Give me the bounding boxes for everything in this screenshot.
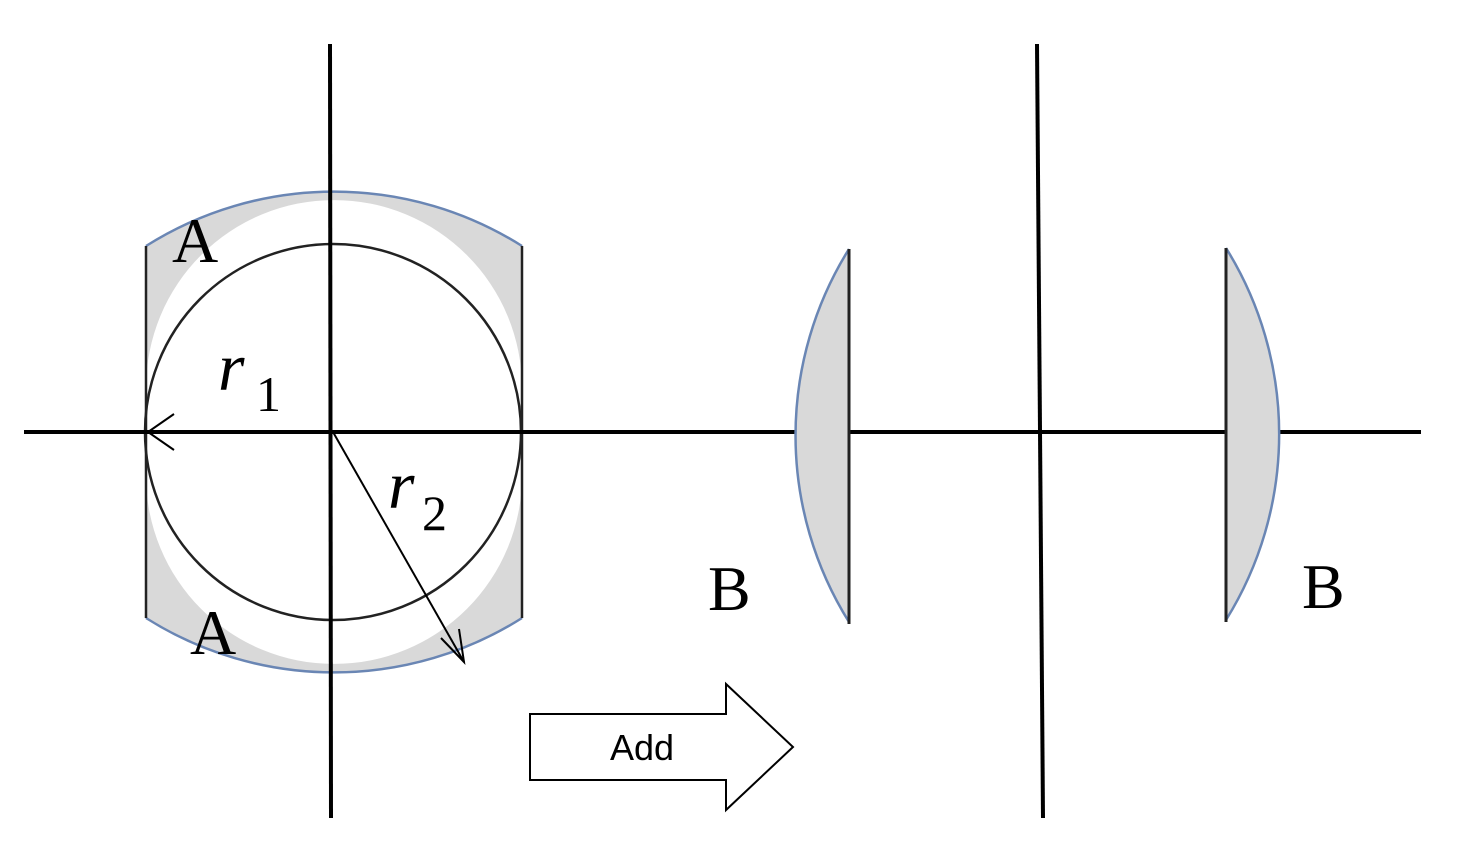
- outer-arc-bottom: [145, 616, 523, 674]
- left-figure: A A r 1 r 2: [143, 43, 524, 819]
- left-cap-arc: [794, 248, 851, 623]
- region-b-right-cap: [1226, 248, 1280, 620]
- radius-2-subscript: 2: [422, 485, 447, 541]
- radius-2-arrowhead: [440, 628, 466, 665]
- radius-2-line: [332, 431, 465, 663]
- add-arrow-shape: [529, 681, 795, 813]
- region-a-top-label: A: [172, 205, 218, 276]
- region-b-right-label: B: [1302, 551, 1345, 622]
- add-arrow-label: Add: [610, 727, 674, 768]
- outer-arc-top: [145, 190, 523, 248]
- region-a-bottom-label: A: [190, 597, 236, 668]
- radius-1-label: r: [218, 329, 245, 405]
- middle-figure: B: [708, 248, 851, 624]
- radius-2-label: r: [388, 447, 415, 523]
- add-arrow: Add: [529, 681, 795, 813]
- region-b-left-cap: [795, 249, 849, 622]
- right-vertical-axis: [1035, 43, 1045, 819]
- right-cap-arc: [1224, 247, 1281, 621]
- region-b-left-label: B: [708, 553, 751, 624]
- radius-1-subscript: 1: [256, 366, 281, 422]
- right-figure: B: [1035, 43, 1345, 819]
